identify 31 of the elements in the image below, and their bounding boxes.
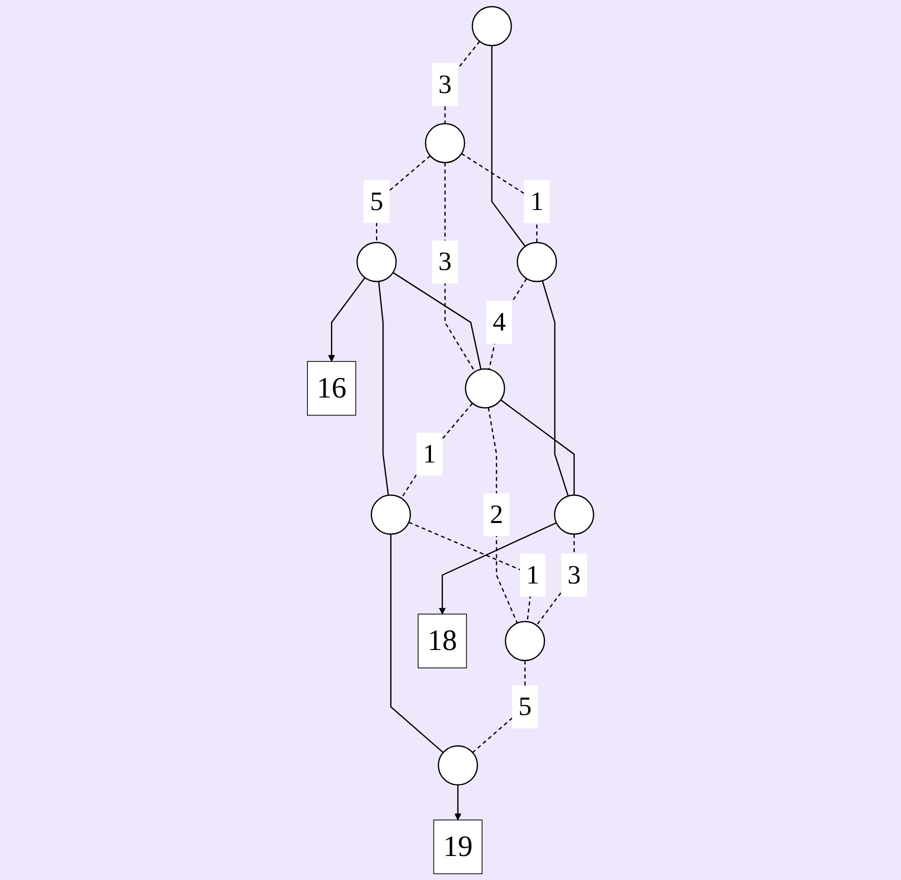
node-box: 19 [433,820,482,874]
node-box: 16 [307,361,356,416]
node-circle [356,242,397,282]
node-circle [370,494,411,535]
edge-label: 3 [567,560,581,590]
connector [378,281,389,496]
connector [491,46,526,247]
connector [542,280,569,496]
edge-label: 3 [438,248,452,276]
edge-label: 5 [518,692,532,722]
arrow [328,277,366,362]
edge-label: 1 [530,187,544,216]
arrow [454,784,462,820]
arrow [438,522,557,614]
node-circle [504,620,546,662]
edge-label: 1 [526,560,540,590]
edge-label: 3 [438,70,452,100]
connector [390,534,444,754]
connector [392,272,482,370]
edge-label: 1 [422,440,436,469]
node-circle [424,122,466,164]
node-circle [516,242,557,282]
node-circle [554,494,594,535]
node-circle [464,368,506,408]
node-circle [472,6,512,46]
connector [500,399,575,496]
node-circle [438,745,478,786]
node-box: 18 [418,614,467,668]
edge-label: 2 [490,500,504,530]
edge-label: 5 [370,187,384,216]
edge-label: 4 [492,308,506,337]
